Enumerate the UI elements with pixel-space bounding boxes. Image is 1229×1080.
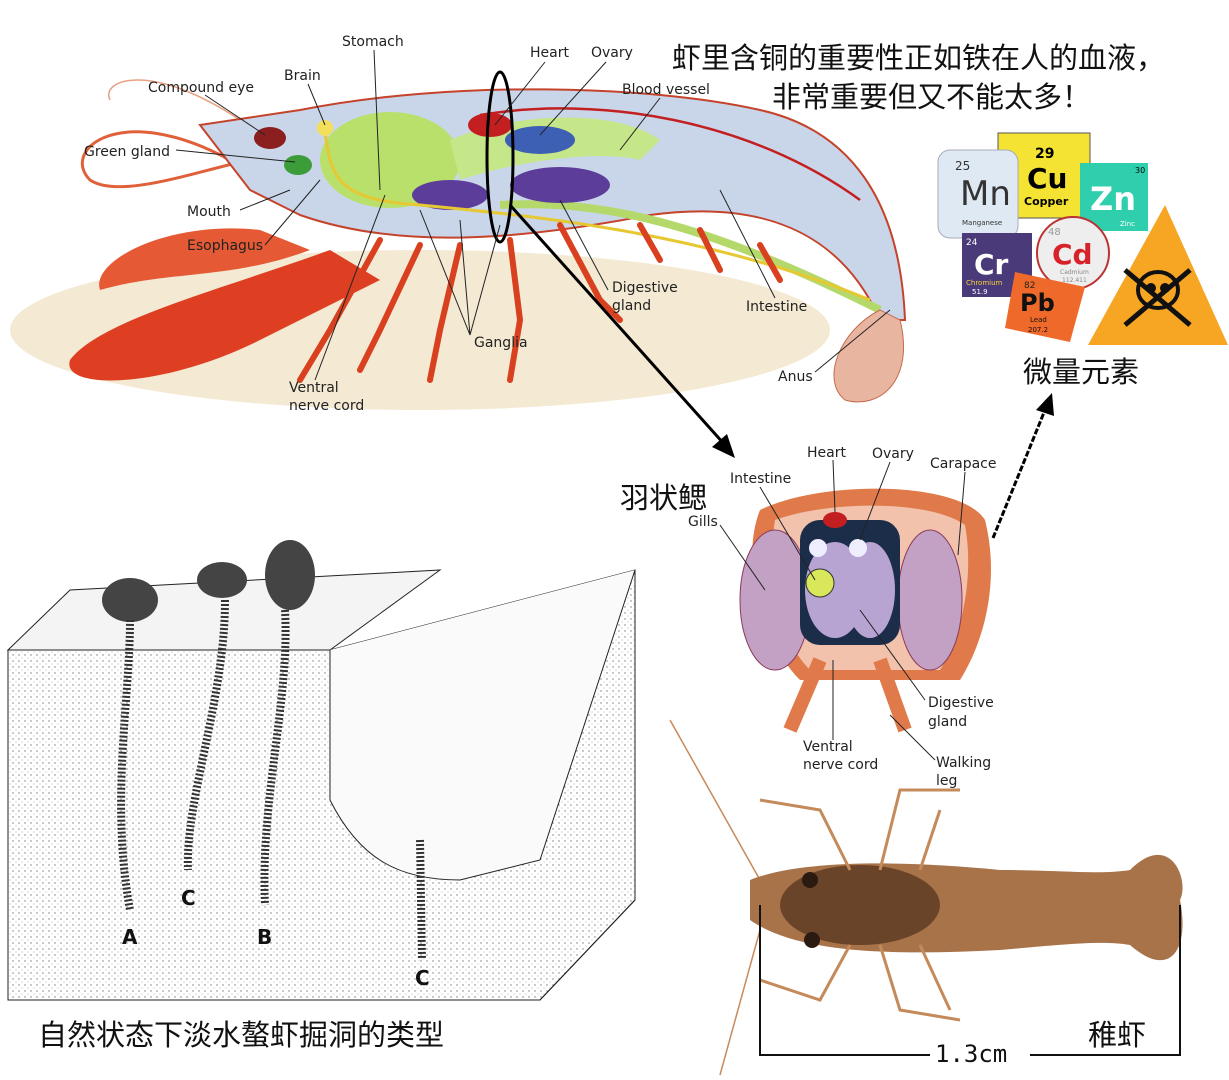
headline-line-1: 虾里含铜的重要性正如铁在人的血液， [672,41,1165,75]
label-ganglia: Ganglia [474,335,528,351]
scale-bar-label: 1.3cm [935,1040,1007,1068]
svg-text:29: 29 [1035,146,1054,162]
svg-text:112.411: 112.411 [1062,277,1087,284]
burrow-diagram: A C B C [6,540,636,1001]
burrow-label-c1: C [181,886,196,910]
xs-label-ovary: Ovary [872,446,914,462]
xs-label-leg: leg [936,773,957,789]
svg-text:Pb: Pb [1020,289,1055,317]
element-pb [1005,272,1085,342]
label-blood-vessel: Blood vessel [622,82,710,98]
svg-text:Cr: Cr [974,248,1009,281]
label-heart: Heart [530,45,569,61]
xs-label-gills: Gills [688,514,718,530]
xs-label-digestive: Digestive [928,695,994,711]
xs-label-intestine: Intestine [730,471,791,487]
label-green-gland: Green gland [84,144,170,160]
label-nerve-cord: nerve cord [289,398,364,414]
burrow-label-b: B [257,925,272,949]
svg-text:Manganese: Manganese [962,219,1002,227]
svg-text:Cadmium: Cadmium [1060,269,1089,276]
svg-text:Cd: Cd [1052,238,1093,271]
label-ovary: Ovary [591,45,633,61]
xs-label-nerve-cord: nerve cord [803,757,878,773]
xs-label-digestive-2: gland [928,714,967,730]
label-compound-eye: Compound eye [148,80,254,96]
xs-label-walking: Walking [936,755,991,771]
element-zn [1080,163,1148,231]
svg-text:207.2: 207.2 [1028,326,1048,334]
label-esophagus: Esophagus [187,238,263,254]
xs-label-gills-zh: 羽状鳃 [620,481,707,515]
svg-text:48: 48 [1048,227,1061,238]
trace-elements-graphic: 29 Cu Copper 25 Mn Manganese 30 Zn Zinc … [937,132,1228,345]
svg-text:Lead: Lead [1030,316,1047,324]
label-ventral: Ventral [289,380,339,396]
xs-label-carapace: Carapace [930,456,996,472]
crayfish-anatomy-illustration: Stomach Brain Compound eye Green gland M… [10,34,907,414]
skull-crossbones-icon [1088,205,1228,345]
svg-text:Mn: Mn [960,174,1011,214]
headline-line-2: 非常重要但又不能太多！ [772,80,1091,114]
label-brain: Brain [284,68,321,84]
label-digestive-gland-2: gland [612,298,651,314]
juvenile-crayfish-photo [669,719,1183,1076]
element-zn-name: Zinc [1120,220,1135,228]
arrow-to-elements [991,393,1054,539]
svg-text:Copper: Copper [1024,195,1069,208]
svg-text:25: 25 [955,159,970,173]
xs-label-ventral: Ventral [803,739,853,755]
svg-text:Cu: Cu [1027,162,1067,195]
svg-text:82: 82 [1024,281,1035,291]
elements-caption: 微量元素 [1023,355,1139,389]
arrow-to-cross-section [508,203,735,458]
label-intestine: Intestine [746,299,807,315]
photo-caption: 稚虾 [1088,1018,1146,1052]
svg-text:51.9: 51.9 [972,288,988,296]
label-stomach: Stomach [342,34,404,50]
xs-label-heart: Heart [807,445,846,461]
svg-text:30: 30 [1135,166,1145,175]
crayfish-cross-section: Heart Ovary Carapace Intestine Gills 羽状鳃… [620,445,996,789]
label-mouth: Mouth [187,204,231,220]
burrow-caption: 自然状态下淡水螯虾掘洞的类型 [38,1018,444,1052]
svg-text:Chromium: Chromium [966,279,1003,287]
burrow-label-a: A [122,925,138,949]
svg-text:Zn: Zn [1090,180,1136,218]
svg-text:24: 24 [966,238,978,248]
burrow-label-c2: C [415,966,430,990]
label-anus: Anus [778,369,813,385]
label-digestive-gland: Digestive [612,280,678,296]
